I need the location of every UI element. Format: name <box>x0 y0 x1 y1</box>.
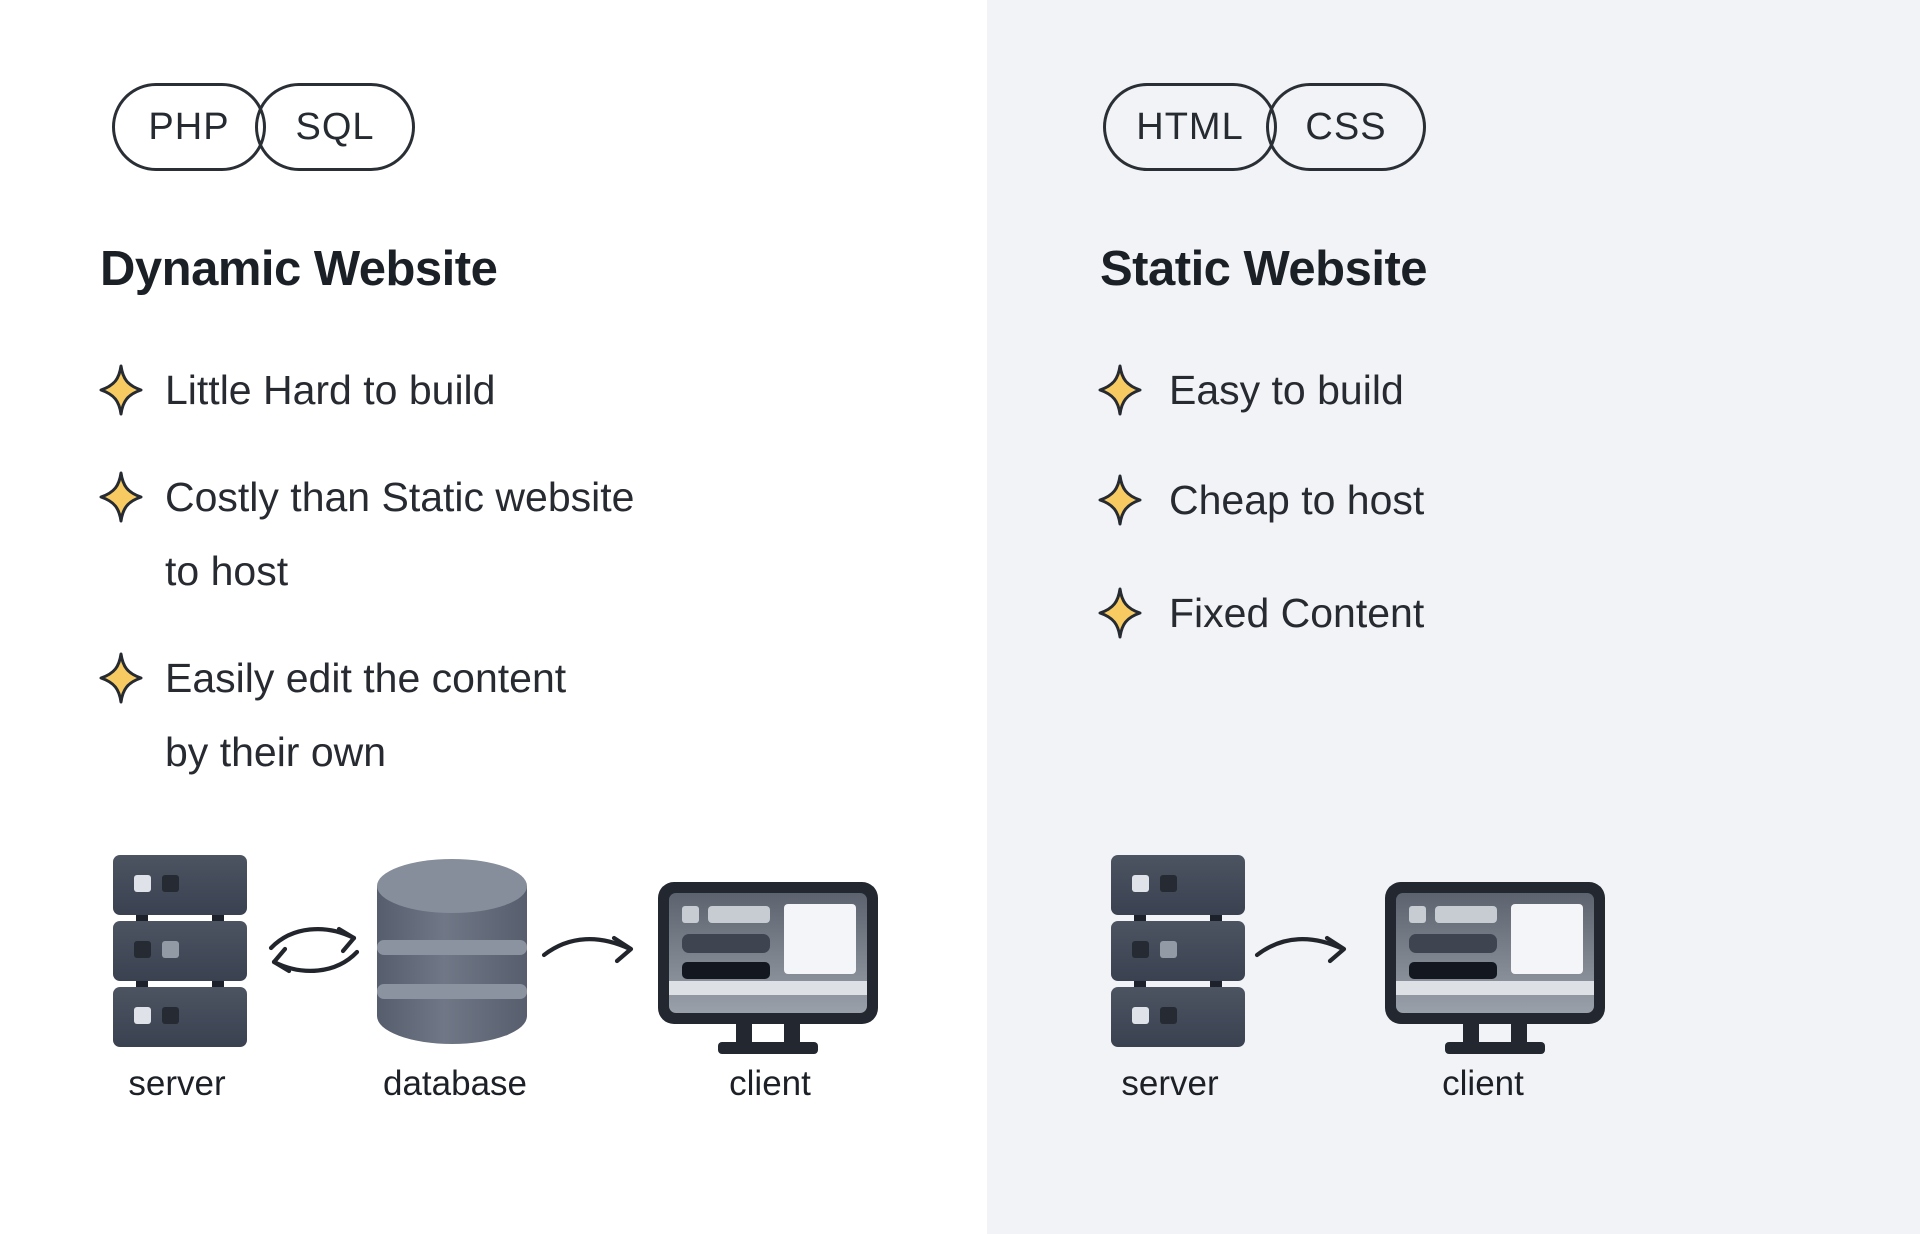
node-label-server: server <box>128 1064 226 1103</box>
feature-text: Easily edit the content by their own <box>165 655 567 775</box>
dynamic-panel-title: Dynamic Website <box>100 242 498 296</box>
dynamic-website-panel: PHP SQL Dynamic Website Little Hard to b… <box>99 83 878 1103</box>
sparkle-icon <box>99 471 143 523</box>
dynamic-tech-tags: PHP SQL <box>112 83 415 171</box>
server-icon <box>113 855 247 1047</box>
tag-php-label: PHP <box>148 105 230 148</box>
client-monitor-icon <box>1385 882 1605 1054</box>
sparkle-icon <box>1098 587 1142 639</box>
arrow-right-icon <box>541 935 634 964</box>
static-panel-title: Static Website <box>1100 242 1428 296</box>
tag-css-label: CSS <box>1305 105 1387 148</box>
feature-text: Fixed Content <box>1169 590 1425 636</box>
database-icon <box>377 859 527 1044</box>
sparkle-icon <box>1098 364 1142 416</box>
feature-item: Easy to build <box>1098 353 1404 427</box>
feature-text: Costly than Static website to host <box>165 474 635 594</box>
sparkle-icon <box>1098 474 1142 526</box>
feature-text: Cheap to host <box>1169 477 1425 523</box>
feature-item: Costly than Static website to host <box>99 460 634 608</box>
arrow-right-icon <box>1254 935 1347 964</box>
sparkle-icon <box>99 652 143 704</box>
node-label-server: server <box>1121 1064 1219 1103</box>
feature-text: Easy to build <box>1169 367 1404 413</box>
feature-text: Little Hard to build <box>165 367 496 413</box>
sparkle-icon <box>99 364 143 416</box>
tag-html: HTML <box>1103 83 1277 171</box>
tag-sql-label: SQL <box>295 105 375 148</box>
node-label-database: database <box>382 1064 528 1103</box>
server-icon <box>1111 855 1245 1047</box>
tag-php: PHP <box>112 83 266 171</box>
static-website-panel: HTML CSS Static Website Easy to build Ch… <box>987 0 1920 1234</box>
node-label-client: client <box>1442 1064 1524 1103</box>
sync-arrows-icon <box>268 926 360 974</box>
feature-item: Cheap to host <box>1098 463 1424 537</box>
tag-sql: SQL <box>255 83 415 171</box>
tag-css: CSS <box>1266 83 1426 171</box>
feature-item: Fixed Content <box>1098 576 1424 650</box>
feature-item: Little Hard to build <box>99 353 495 427</box>
static-tech-tags: HTML CSS <box>1103 83 1426 171</box>
node-label-client: client <box>729 1064 811 1103</box>
feature-item: Easily edit the content by their own <box>99 641 566 789</box>
tag-html-label: HTML <box>1136 105 1244 148</box>
client-monitor-icon <box>658 882 878 1054</box>
